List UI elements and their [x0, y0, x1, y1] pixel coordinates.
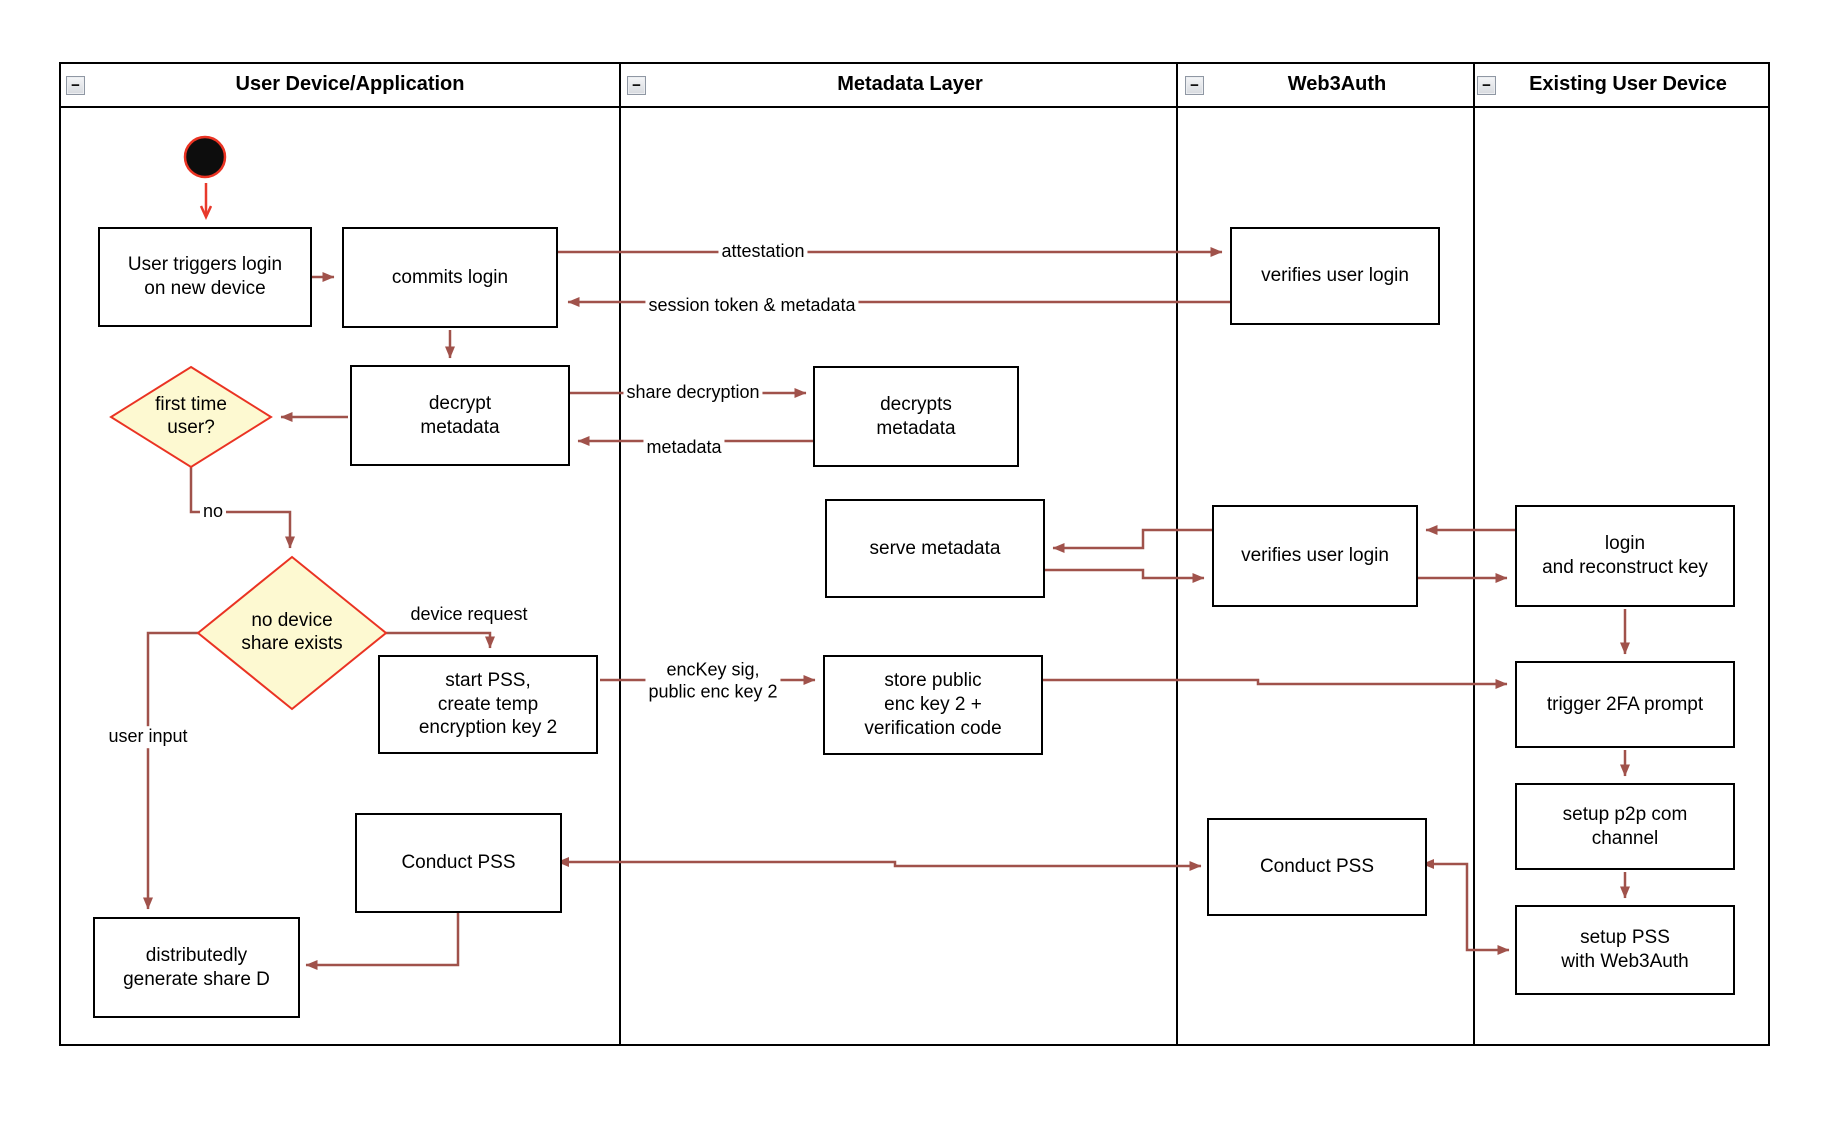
node-commits-login[interactable]: commits login	[342, 227, 558, 328]
collapse-icon[interactable]: −	[66, 76, 85, 95]
node-verifies-user-login-mid[interactable]: verifies user login	[1212, 505, 1418, 607]
node-start-pss[interactable]: start PSS, create temp encryption key 2	[378, 655, 598, 754]
edge-label-device-request: device request	[410, 604, 528, 625]
edge-label-enckey: encKey sig, public enc key 2	[645, 659, 781, 703]
node-setup-p2p[interactable]: setup p2p com channel	[1515, 783, 1735, 870]
collapse-icon[interactable]: −	[1185, 76, 1204, 95]
collapse-icon[interactable]: −	[627, 76, 646, 95]
edge-label-session-token: session token & metadata	[645, 295, 859, 317]
node-distributedly-generate[interactable]: distributedly generate share D	[93, 917, 300, 1018]
node-login-reconstruct[interactable]: login and reconstruct key	[1515, 505, 1735, 607]
decision-label-no-device-share: no device share exists	[241, 610, 343, 654]
minus-icon: −	[1190, 77, 1199, 94]
edge-label-attestation: attestation	[718, 241, 808, 263]
minus-icon: −	[632, 77, 641, 94]
node-trigger-2fa[interactable]: trigger 2FA prompt	[1515, 661, 1735, 748]
lane-title-user-device: User Device/Application	[235, 72, 465, 95]
edge-label-no: no	[199, 501, 227, 523]
lane-separator-3	[1473, 62, 1475, 1044]
header-divider	[59, 106, 1770, 108]
node-user-triggers-login[interactable]: User triggers login on new device	[98, 227, 312, 327]
collapse-icon[interactable]: −	[1477, 76, 1496, 95]
edge-label-user-input: user input	[105, 726, 191, 748]
node-setup-pss[interactable]: setup PSS with Web3Auth	[1515, 905, 1735, 995]
node-serve-metadata[interactable]: serve metadata	[825, 499, 1045, 598]
lane-title-existing-user-device: Existing User Device	[1529, 72, 1727, 95]
node-decrypt-metadata[interactable]: decrypt metadata	[350, 365, 570, 466]
decision-label-first-time-user: first time user?	[155, 394, 227, 438]
lane-title-web3auth: Web3Auth	[1287, 72, 1387, 95]
edge-label-metadata: metadata	[643, 437, 725, 459]
edge-label-share-decryption: share decryption	[623, 382, 763, 404]
node-store-public-key[interactable]: store public enc key 2 + verification co…	[823, 655, 1043, 755]
minus-icon: −	[1482, 77, 1491, 94]
node-conduct-pss-user[interactable]: Conduct PSS	[355, 813, 562, 913]
node-decrypts-metadata[interactable]: decrypts metadata	[813, 366, 1019, 467]
minus-icon: −	[71, 77, 80, 94]
lane-title-metadata-layer: Metadata Layer	[837, 72, 983, 95]
node-conduct-pss-web3auth[interactable]: Conduct PSS	[1207, 818, 1427, 916]
lane-separator-2	[1176, 62, 1178, 1044]
node-verifies-user-login-top[interactable]: verifies user login	[1230, 227, 1440, 325]
lane-separator-1	[619, 62, 621, 1044]
